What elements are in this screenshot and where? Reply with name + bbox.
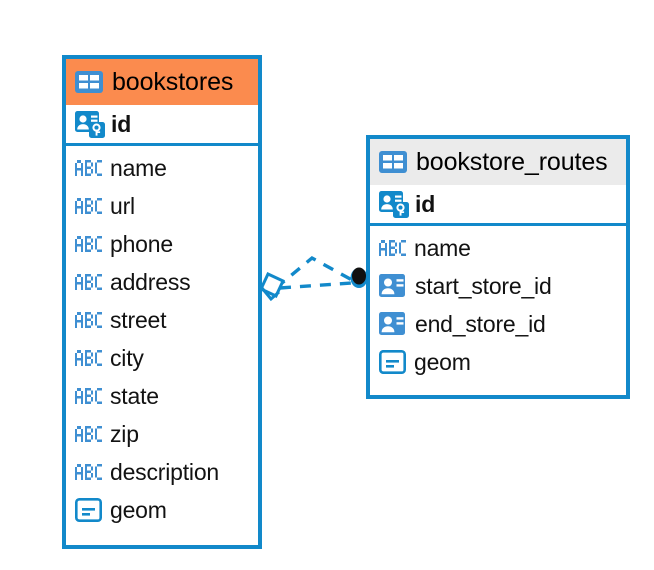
primary-key-icon xyxy=(379,191,409,218)
abc-text-icon xyxy=(75,274,102,290)
abc-text-icon xyxy=(75,464,102,480)
geometry-icon xyxy=(379,350,406,374)
field-label-end-store-id: end_store_id xyxy=(415,310,546,337)
abc-text-icon xyxy=(75,312,102,328)
field-label-routes-geom: geom xyxy=(414,348,471,375)
field-row-end-store-id[interactable]: end_store_id xyxy=(370,305,626,343)
geometry-icon xyxy=(75,498,102,522)
entity-bookstores[interactable]: bookstores id xyxy=(62,55,262,549)
field-row-name[interactable]: name xyxy=(66,149,258,187)
filled-circle-marker xyxy=(350,267,368,288)
entity-bookstore-routes[interactable]: bookstore_routes id xyxy=(366,135,630,399)
field-label-zip: zip xyxy=(110,420,139,447)
field-row-start-store-id[interactable]: start_store_id xyxy=(370,267,626,305)
field-row-address[interactable]: address xyxy=(66,263,258,301)
field-row-description[interactable]: description xyxy=(66,453,258,491)
relationship-branch-upper xyxy=(274,255,353,290)
field-label-routes-name: name xyxy=(414,234,471,261)
field-label-routes-id: id xyxy=(415,190,436,217)
field-row-zip[interactable]: zip xyxy=(66,415,258,453)
table-icon xyxy=(75,71,103,93)
field-label-url: url xyxy=(110,192,135,219)
field-label-bookstores-id: id xyxy=(111,110,132,137)
abc-text-icon xyxy=(379,240,406,256)
field-row-routes-name[interactable]: name xyxy=(370,229,626,267)
relationship-branch-lower xyxy=(279,281,353,290)
field-label-start-store-id: start_store_id xyxy=(415,272,552,299)
field-label-city: city xyxy=(110,344,144,371)
entity-bookstores-field-list: name url xyxy=(66,146,258,532)
entity-bookstore-routes-field-list: name start_store_id xyxy=(370,226,626,384)
field-row-routes-id[interactable]: id xyxy=(370,185,626,223)
field-label-name: name xyxy=(110,154,167,181)
foreign-key-icon xyxy=(379,274,405,297)
field-row-geom[interactable]: geom xyxy=(66,491,258,529)
abc-text-icon xyxy=(75,388,102,404)
field-label-phone: phone xyxy=(110,230,173,257)
entity-bookstores-pk-section: id xyxy=(66,105,258,146)
field-label-description: description xyxy=(110,458,220,485)
abc-text-icon xyxy=(75,350,102,366)
field-label-geom: geom xyxy=(110,496,167,523)
primary-key-icon xyxy=(75,111,105,138)
field-row-url[interactable]: url xyxy=(66,187,258,225)
field-row-state[interactable]: state xyxy=(66,377,258,415)
field-row-street[interactable]: street xyxy=(66,301,258,339)
abc-text-icon xyxy=(75,236,102,252)
entity-bookstores-header[interactable]: bookstores xyxy=(66,59,258,105)
field-label-state: state xyxy=(110,382,159,409)
table-icon xyxy=(379,151,407,173)
field-label-street: street xyxy=(110,306,167,333)
field-row-city[interactable]: city xyxy=(66,339,258,377)
entity-bookstore-routes-pk-section: id xyxy=(370,185,626,226)
abc-text-icon xyxy=(75,426,102,442)
field-label-address: address xyxy=(110,268,191,295)
abc-text-icon xyxy=(75,160,102,176)
entity-bookstore-routes-title: bookstore_routes xyxy=(416,147,608,176)
field-row-routes-geom[interactable]: geom xyxy=(370,343,626,381)
abc-text-icon xyxy=(75,198,102,214)
field-row-bookstores-id[interactable]: id xyxy=(66,105,258,143)
field-row-phone[interactable]: phone xyxy=(66,225,258,263)
foreign-key-icon xyxy=(379,312,405,335)
entity-bookstore-routes-header[interactable]: bookstore_routes xyxy=(370,139,626,185)
entity-bookstores-title: bookstores xyxy=(112,67,234,96)
diamond-marker xyxy=(259,272,285,302)
